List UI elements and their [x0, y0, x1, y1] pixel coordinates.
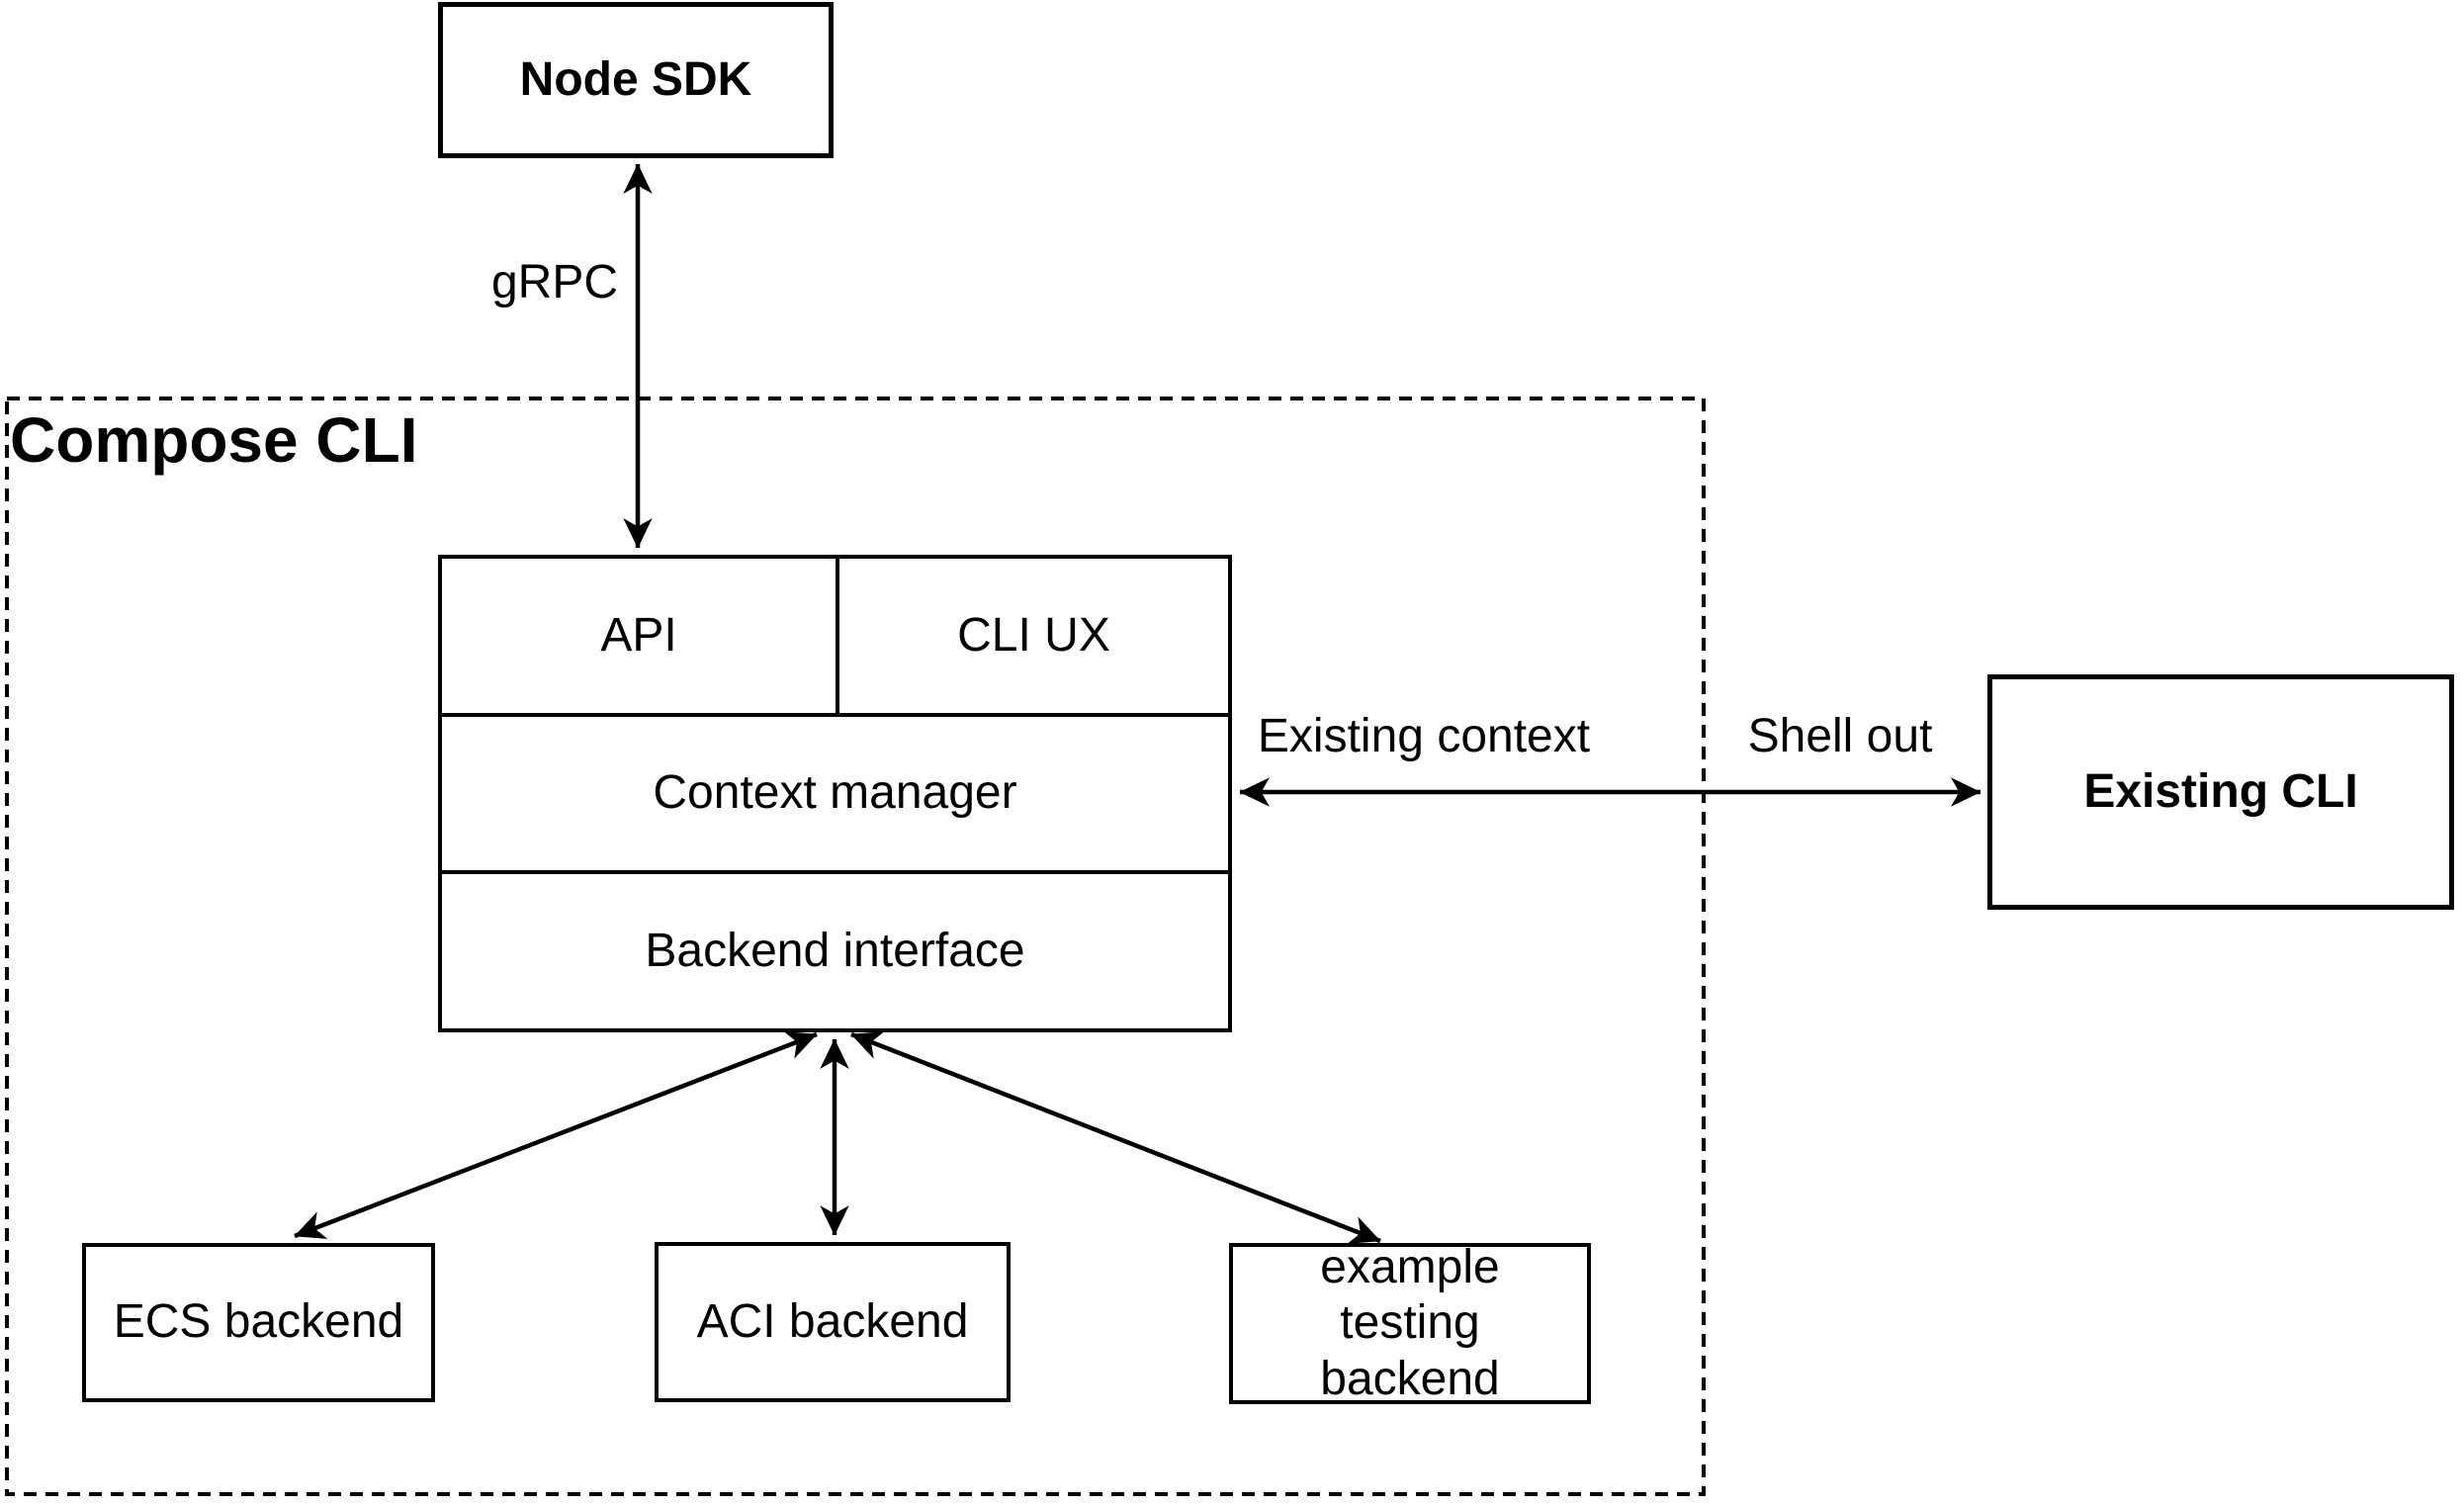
- api-cell: API: [442, 559, 839, 713]
- grpc-label: gRPC: [490, 256, 618, 309]
- backend-interface-label: Backend interface: [645, 924, 1025, 977]
- cli-ux-cell: CLI UX: [839, 559, 1228, 713]
- compose-cli-label: Compose CLI: [10, 404, 418, 476]
- example-testing-backend-label: example testing backend: [1320, 1240, 1500, 1405]
- aci-backend-label: ACI backend: [696, 1294, 969, 1348]
- backend-to-ecs-arrow: [294, 1031, 818, 1239]
- context-manager-cell: Context manager: [442, 713, 1228, 870]
- api-cliux-row: API CLI UX: [442, 559, 1228, 713]
- context-manager-label: Context manager: [653, 766, 1017, 820]
- api-label: API: [600, 608, 677, 662]
- compose-cli-core-box: API CLI UX Context manager Backend inter…: [438, 555, 1232, 1032]
- ecs-backend-box: ECS backend: [82, 1243, 435, 1402]
- existing-cli-label: Existing CLI: [2083, 764, 2358, 818]
- example-testing-backend-box: example testing backend: [1229, 1241, 1591, 1405]
- existing-cli-box: Existing CLI: [1987, 674, 2454, 910]
- ecs-backend-label: ECS backend: [113, 1295, 404, 1349]
- existing-context-label: Existing context: [1257, 710, 1591, 762]
- node-sdk-box: Node SDK: [438, 2, 834, 158]
- backend-interface-cell: Backend interface: [442, 870, 1228, 1028]
- aci-backend-box: ACI backend: [655, 1242, 1011, 1402]
- node-sdk-label: Node SDK: [519, 52, 752, 106]
- compose-cli-container-border: [5, 397, 1706, 1496]
- cli-ux-label: CLI UX: [957, 608, 1110, 662]
- shell-out-label: Shell out: [1747, 710, 1933, 762]
- backend-to-example-arrow: [850, 1031, 1381, 1244]
